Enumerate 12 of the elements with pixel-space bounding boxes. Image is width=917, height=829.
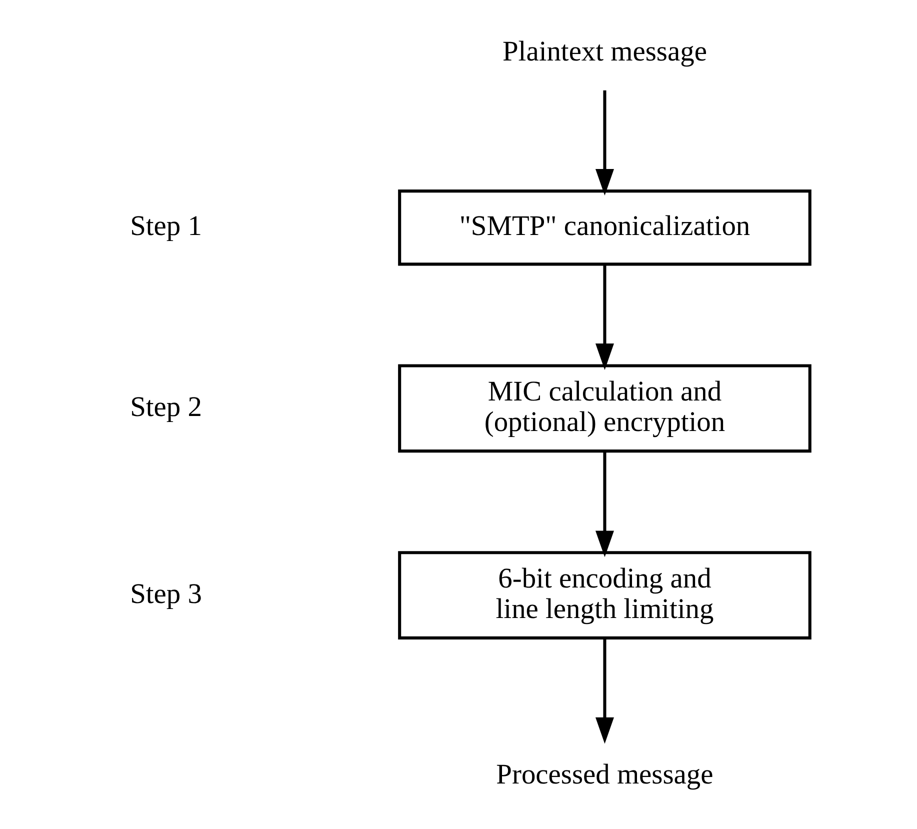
arrow [594,638,614,744]
arrow [594,452,614,558]
node-box: MIC calculation and (optional) encryption [398,364,811,453]
node-box: "SMTP" canonicalization [398,190,811,266]
label: Step 1 [130,211,202,242]
arrow [594,90,614,196]
arrow [594,264,614,370]
label: Step 2 [130,392,202,423]
node-box: 6-bit encoding and line length limiting [398,551,811,640]
node-text: Processed message [496,760,713,791]
label: Step 3 [130,578,202,610]
node-text: Plaintext message [502,36,706,68]
